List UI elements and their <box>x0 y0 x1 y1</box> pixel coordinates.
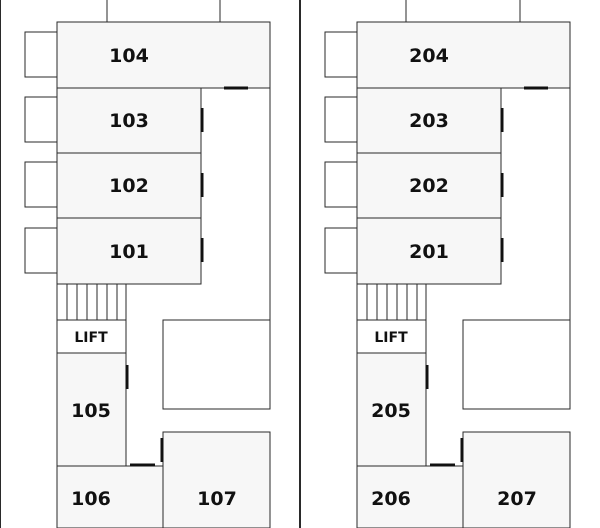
balcony <box>324 31 358 78</box>
balcony <box>324 96 358 143</box>
room-105-label: 105 <box>71 400 111 422</box>
room-205-label: 205 <box>371 400 411 422</box>
room-107-label: 107 <box>197 488 237 510</box>
room-103-label: 103 <box>109 110 149 132</box>
wing-floor-2: 204 203 202 201 LIFT 205 206 207 <box>300 0 571 528</box>
room-105[interactable] <box>56 352 127 467</box>
balcony <box>24 96 58 143</box>
room-106-label: 106 <box>71 488 111 510</box>
balcony <box>324 227 358 274</box>
room-203-label: 203 <box>409 110 449 132</box>
balcony <box>24 227 58 274</box>
wing-floor-1: 104 103 102 101 LIFT 105 106 107 <box>0 0 300 528</box>
room-206[interactable] <box>356 465 464 528</box>
room-207[interactable] <box>462 431 571 528</box>
room-203[interactable] <box>356 87 502 154</box>
room-202[interactable] <box>356 152 502 219</box>
lift-label: LIFT <box>74 330 108 346</box>
balcony <box>24 31 58 78</box>
room-102-label: 102 <box>109 175 149 197</box>
room-106[interactable] <box>56 465 164 528</box>
balcony <box>324 161 358 208</box>
room-201-label: 201 <box>409 241 449 263</box>
room-104[interactable] <box>56 21 271 89</box>
lift-label: LIFT <box>374 330 408 346</box>
room-101-label: 101 <box>109 241 149 263</box>
room-204[interactable] <box>356 21 571 89</box>
room-107[interactable] <box>162 431 271 528</box>
room-101[interactable] <box>56 217 202 285</box>
room-205[interactable] <box>356 352 427 467</box>
staircase <box>356 284 427 320</box>
room-103[interactable] <box>56 87 202 154</box>
courtyard <box>162 319 271 410</box>
room-206-label: 206 <box>371 488 411 510</box>
room-201[interactable] <box>356 217 502 285</box>
room-207-label: 207 <box>497 488 537 510</box>
balcony <box>24 161 58 208</box>
staircase <box>56 284 127 320</box>
room-202-label: 202 <box>409 175 449 197</box>
room-204-label: 204 <box>409 45 449 67</box>
courtyard <box>462 319 571 410</box>
lift[interactable] <box>356 319 427 354</box>
room-104-label: 104 <box>109 45 149 67</box>
